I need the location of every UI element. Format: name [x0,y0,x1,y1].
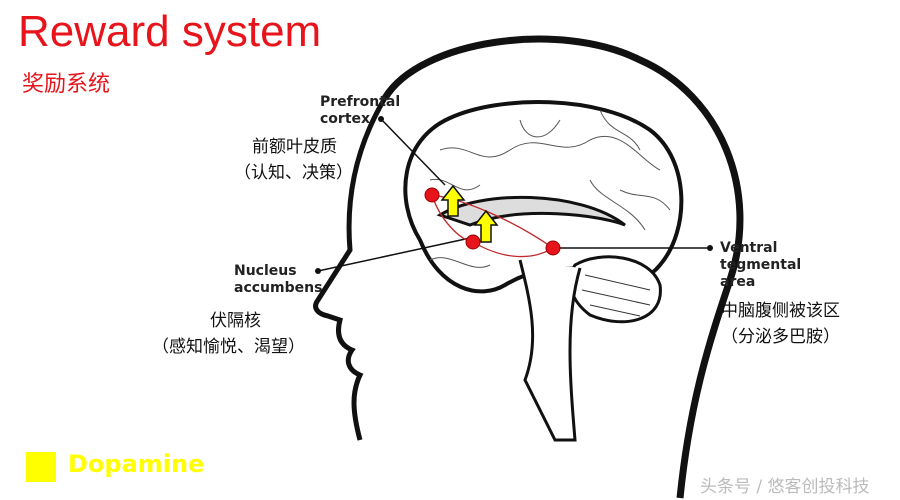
watermark: 头条号 / 悠客创投科技 [700,477,870,497]
page-subtitle: 奖励系统 [22,72,111,97]
label-line: cortex [320,111,371,127]
nucleus-label-en: Nucleus accumbens [234,263,322,297]
legend-swatch [26,452,56,482]
label-line: 前额叶皮质 [252,137,337,157]
label-line: accumbens [234,280,323,296]
dopamine-arrow-icon [473,209,499,243]
label-line: （分泌多巴胺） [721,327,840,347]
dopamine-arrow-icon [440,184,466,217]
label-line: 中脑腹侧被该区 [721,301,840,321]
nucleus-label-cn: 伏隔核 （感知愉悦、渴望） [152,308,305,360]
prefrontal-label-en: Prefrontal cortex [320,94,400,128]
brainstem [518,259,582,442]
label-line: tegmental [720,257,802,273]
prefrontal-label-cn: 前额叶皮质 （认知、决策） [234,134,353,186]
face-profile [313,96,388,441]
dopamine-pathway [431,194,554,258]
label-line: Prefrontal [320,94,401,110]
label-line: 伏隔核 [210,311,261,331]
prefrontal-node [424,187,440,203]
brain-folds [429,109,671,268]
legend-label: Dopamine [68,450,205,478]
vta-label-cn: 中脑腹侧被该区 （分泌多巴胺） [721,298,840,350]
cerebellum-folds [581,274,651,317]
label-line: Nucleus [234,263,297,279]
head-outline [382,35,744,499]
label-line: （感知愉悦、渴望） [152,337,305,357]
vta-label-en: Ventral tegmental area [720,240,801,291]
label-line: area [720,274,756,290]
nucleus-accumbens-node [465,234,481,250]
page-title: Reward system [18,7,322,56]
label-line: Ventral [720,240,778,256]
label-line: （认知、决策） [234,163,353,183]
vta-node [545,240,561,256]
